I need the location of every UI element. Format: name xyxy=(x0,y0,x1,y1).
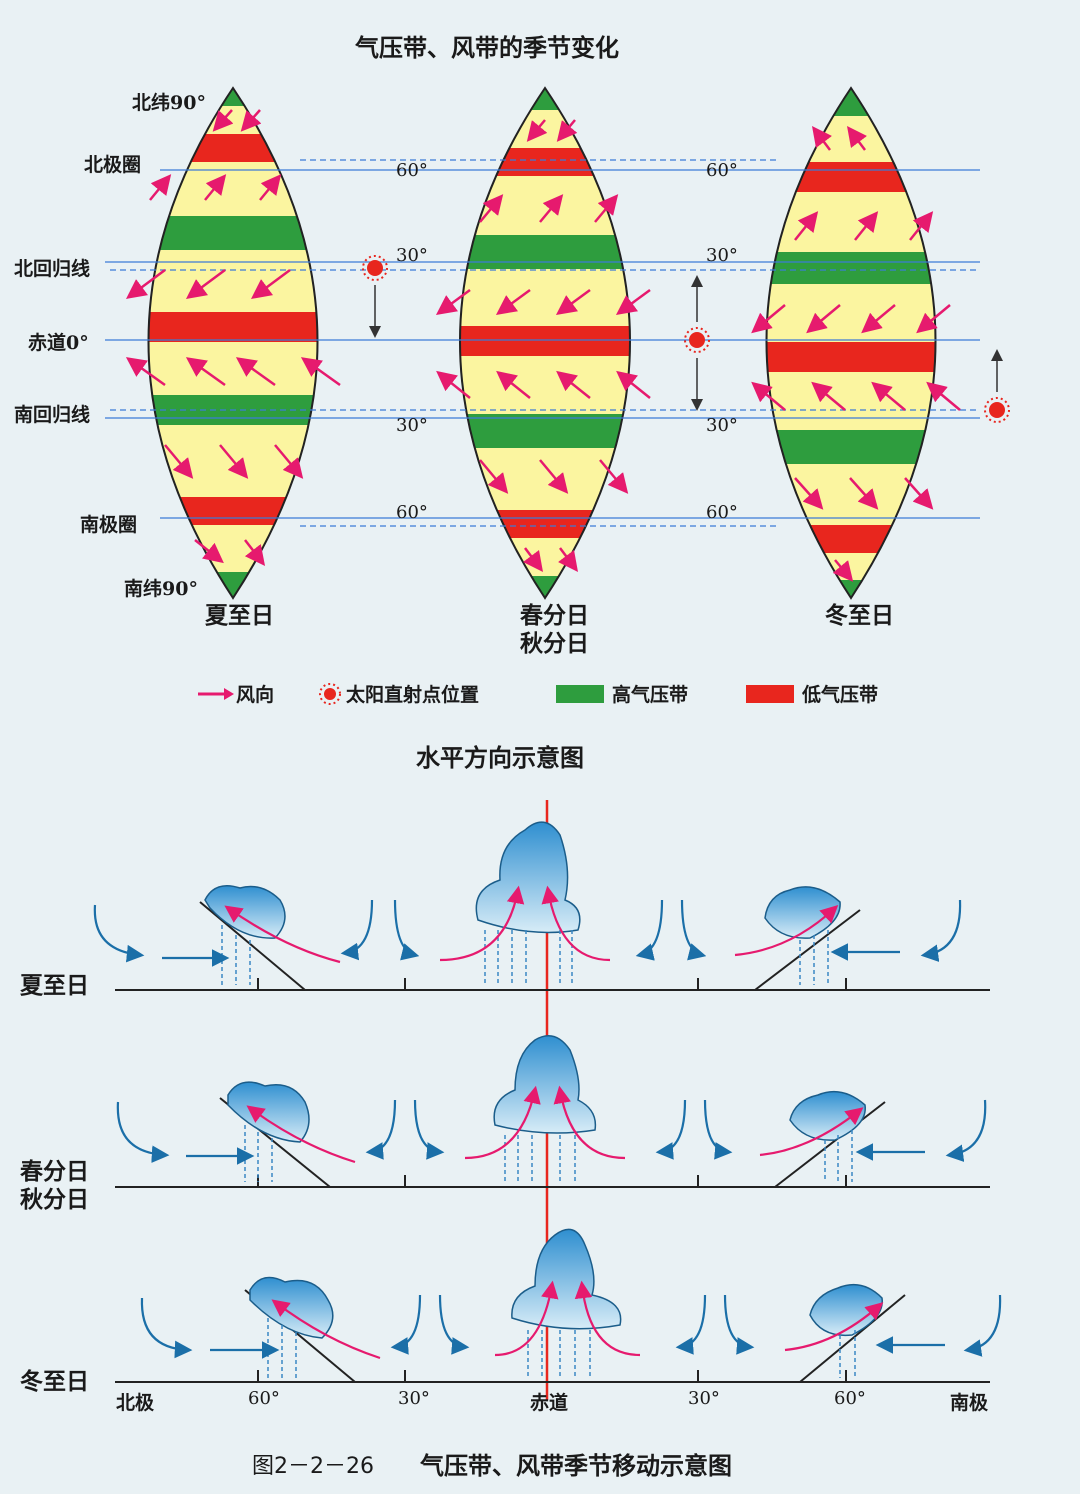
low-pressure-swatch xyxy=(746,684,794,703)
legend-wind-label: 风向 xyxy=(236,684,275,706)
row-winter xyxy=(115,1228,1002,1383)
legend-sun-label: 太阳直射点位置 xyxy=(346,684,480,706)
row-equinox xyxy=(115,1035,990,1188)
row-label-summer: 夏至日 xyxy=(20,972,89,999)
legend-low: 低气压带 xyxy=(746,680,878,707)
label-s90: 南纬90° xyxy=(124,578,198,600)
season-equinox-spring: 春分日 xyxy=(520,602,589,629)
horizontal-schematic xyxy=(93,800,1002,1400)
deg-60-s-a: 60° xyxy=(396,502,428,523)
deg-60-n-b: 60° xyxy=(706,160,738,181)
legend-low-label: 低气压带 xyxy=(802,684,879,706)
pressure-belt-diagram xyxy=(105,86,1010,600)
legend-high-label: 高气压带 xyxy=(612,684,689,706)
label-tropic-cancer: 北回归线 xyxy=(14,258,91,280)
lens-winter xyxy=(766,88,936,598)
label-tropic-capricorn: 南回归线 xyxy=(14,404,91,426)
axis-60-s: 60° xyxy=(834,1388,866,1409)
row-summer xyxy=(93,821,990,991)
legend-high: 高气压带 xyxy=(556,680,688,707)
axis-30-n: 30° xyxy=(398,1388,430,1409)
sun-position-summer xyxy=(362,255,388,281)
season-winter: 冬至日 xyxy=(825,602,894,629)
lens-equinox xyxy=(460,88,630,598)
diagram-title: 气压带、风带的季节变化 xyxy=(355,33,619,62)
axis-south-pole: 南极 xyxy=(950,1392,989,1414)
deg-60-n-a: 60° xyxy=(396,160,428,181)
deg-30-n-b: 30° xyxy=(706,245,738,266)
season-equinox-autumn: 秋分日 xyxy=(520,630,589,657)
axis-60-n: 60° xyxy=(248,1388,280,1409)
sun-position-equinox xyxy=(684,327,710,353)
row-label-spring: 春分日 xyxy=(20,1158,89,1185)
deg-30-s-b: 30° xyxy=(706,415,738,436)
row-label-winter: 冬至日 xyxy=(20,1368,89,1395)
label-antarctic-circle: 南极圈 xyxy=(80,514,138,536)
deg-30-n-a: 30° xyxy=(396,245,428,266)
axis-30-s: 30° xyxy=(688,1388,720,1409)
caption-number: 图2－2－26 xyxy=(252,1454,374,1479)
label-n90: 北纬90° xyxy=(132,92,206,114)
wind-arrow-icon xyxy=(198,687,234,700)
sun-position-winter xyxy=(984,397,1010,423)
label-arctic-circle: 北极圈 xyxy=(84,154,142,176)
axis-equator: 赤道 xyxy=(530,1392,569,1414)
legend-wind: 风向 xyxy=(196,680,274,707)
deg-30-s-a: 30° xyxy=(396,415,428,436)
row-label-autumn: 秋分日 xyxy=(20,1186,89,1213)
high-pressure-swatch xyxy=(556,684,604,703)
season-summer: 夏至日 xyxy=(205,602,274,629)
section-title: 水平方向示意图 xyxy=(416,743,584,772)
legend-sun: 太阳直射点位置 xyxy=(318,680,479,707)
sun-icon xyxy=(319,682,341,705)
deg-60-s-b: 60° xyxy=(706,502,738,523)
caption-text: 气压带、风带季节移动示意图 xyxy=(420,1451,732,1480)
label-equator: 赤道0° xyxy=(28,332,89,354)
axis-north-pole: 北极 xyxy=(116,1392,155,1414)
